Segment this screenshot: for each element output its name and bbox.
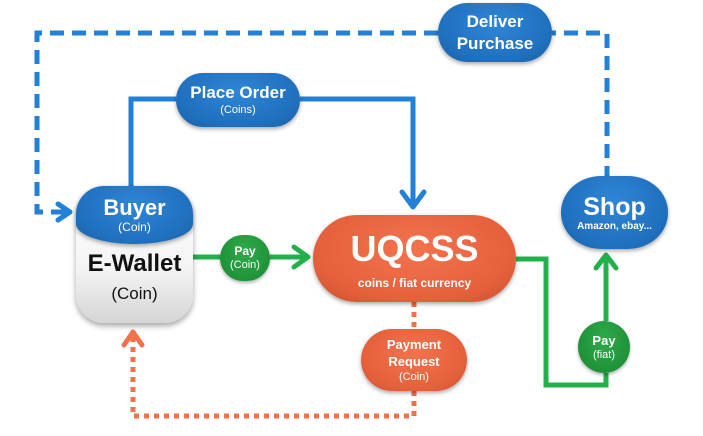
buyer-node: Buyer (Coin): [76, 186, 193, 244]
place-order-sub: (Coins): [220, 103, 256, 116]
arrowhead-pay-coin: [291, 244, 311, 270]
edge-deliver-purchase: [34, 30, 610, 215]
payment-request-line2: Request: [388, 354, 440, 369]
e-wallet-node: Buyer (Coin) E-Wallet (Coin): [76, 186, 193, 323]
deliver-line2: Purchase: [456, 33, 534, 53]
buyer-label: Buyer: [103, 195, 166, 220]
deliver-purchase-node: Deliver Purchase: [438, 3, 552, 62]
edge-place-order: [128, 96, 416, 205]
e-wallet-sub: (Coin): [111, 284, 158, 303]
buyer-sub: (Coin): [118, 220, 151, 234]
e-wallet-label: E-Wallet: [87, 250, 182, 277]
pay-coin-label: Pay: [234, 244, 256, 258]
shop-node: Shop Amazon, ebay...: [561, 176, 668, 249]
shop-label: Shop: [583, 192, 646, 221]
pay-fiat-sub: (fiat): [593, 348, 615, 361]
arrowhead-pay-fiat: [593, 252, 619, 271]
shop-sub: Amazon, ebay...: [577, 220, 652, 232]
uqcss-sub: coins / fiat currency: [357, 275, 472, 290]
pay-fiat-node: Pay (fiat): [578, 321, 630, 373]
uqcss-node: UQCSS coins / fiat currency: [313, 215, 516, 302]
payment-request-node: Payment Request (Coin): [361, 329, 467, 391]
edge-pay-fiat: [516, 256, 609, 388]
pay-fiat-label: Pay: [592, 332, 616, 348]
payment-request-sub: (Coin): [399, 371, 429, 383]
place-order-node: Place Order (Coins): [176, 73, 300, 127]
arrowhead-payment-request: [121, 329, 145, 348]
arrowhead-place-order: [399, 189, 427, 210]
pay-coin-sub: (Coin): [230, 259, 260, 271]
uqcss-label: UQCSS: [350, 227, 479, 269]
edge-payment-request: [130, 302, 417, 419]
payment-request-line1: Payment: [386, 337, 442, 352]
place-order-label: Place Order: [190, 82, 286, 102]
arrowhead-deliver-purchase: [55, 201, 73, 223]
deliver-line1: Deliver: [466, 11, 524, 31]
pay-coin-node: Pay (Coin): [220, 235, 270, 281]
